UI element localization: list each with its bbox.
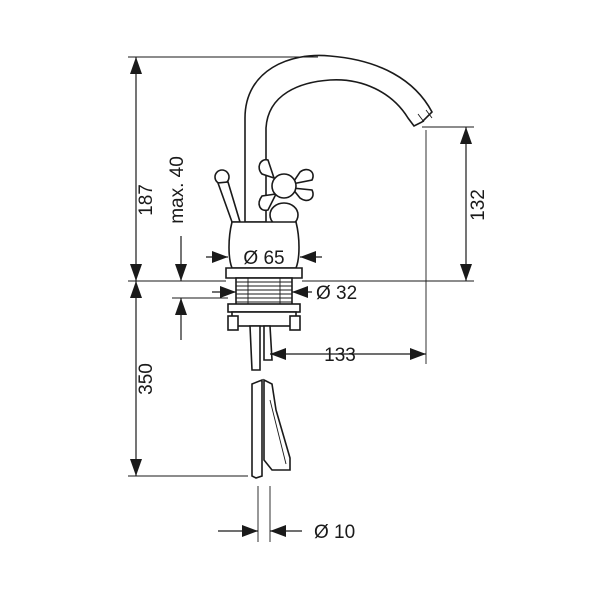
label-dia-32: Ø 32 <box>316 283 357 304</box>
extension-lines <box>128 56 474 542</box>
dim-line-350 <box>130 281 142 476</box>
mounting-nut <box>227 303 301 331</box>
supply-tube-lower <box>251 378 291 479</box>
lever-arm <box>216 181 242 223</box>
dim-line-max-40 <box>172 236 228 340</box>
label-dia-10: Ø 10 <box>314 522 355 543</box>
dim-line-187 <box>130 57 142 281</box>
dim-line-dia-65 <box>206 251 322 263</box>
label-max-40: max. 40 <box>167 156 188 224</box>
label-350: 350 <box>136 363 157 395</box>
dim-line-133 <box>270 348 426 360</box>
dim-line-dia-32 <box>212 286 312 298</box>
dim-line-132 <box>460 127 472 281</box>
cross-handle <box>258 158 314 228</box>
label-132: 132 <box>468 189 489 221</box>
faucet-body <box>214 54 433 479</box>
label-dia-65: Ø 65 <box>243 248 284 269</box>
supply-tube-upper <box>249 325 261 371</box>
label-133: 133 <box>324 345 356 366</box>
dim-line-dia-10 <box>218 525 302 537</box>
label-187: 187 <box>136 184 157 216</box>
